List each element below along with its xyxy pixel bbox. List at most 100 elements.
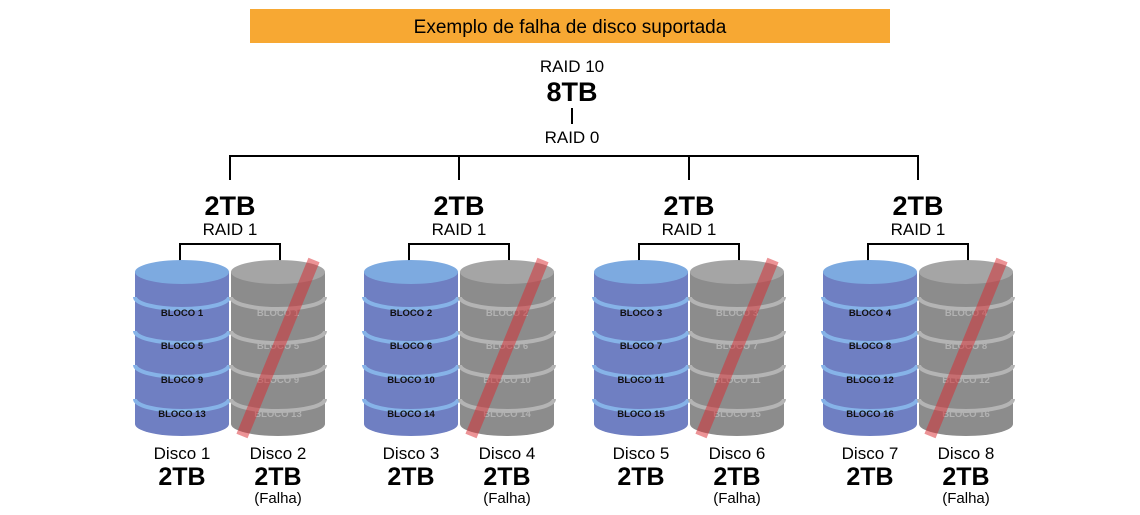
disk-name: Disco 7 bbox=[842, 444, 899, 463]
block-label: BLOCO 10 bbox=[483, 375, 531, 386]
disk-ring bbox=[133, 296, 231, 311]
raid0-label: RAID 0 bbox=[545, 128, 600, 147]
disk-ring bbox=[821, 296, 919, 311]
disk-name: Disco 5 bbox=[613, 444, 670, 463]
disk-capacity: 2TB bbox=[713, 463, 760, 491]
group-raid-level: RAID 1 bbox=[432, 220, 487, 239]
disk-capacity: 2TB bbox=[254, 463, 301, 491]
disk-ring bbox=[458, 364, 556, 379]
disk-top bbox=[823, 260, 917, 284]
disk-ring bbox=[917, 296, 1015, 311]
disk-status: (Falha) bbox=[483, 490, 531, 507]
disk-name: Disco 8 bbox=[938, 444, 995, 463]
disk-ring bbox=[229, 296, 327, 311]
block-label: BLOCO 11 bbox=[714, 375, 762, 386]
block-label: BLOCO 16 bbox=[942, 409, 990, 420]
disk-ring bbox=[133, 330, 231, 345]
disk-ring bbox=[592, 330, 690, 345]
group-capacity: 2TB bbox=[892, 191, 943, 221]
block-label: BLOCO 1 bbox=[257, 308, 300, 319]
disk-ring bbox=[362, 296, 460, 311]
disk-body bbox=[135, 272, 229, 436]
banner-background bbox=[250, 9, 890, 43]
total-capacity: 8TB bbox=[546, 77, 597, 107]
disk-ring bbox=[592, 398, 690, 413]
group-raid-level: RAID 1 bbox=[662, 220, 717, 239]
group-capacity: 2TB bbox=[433, 191, 484, 221]
block-label: BLOCO 3 bbox=[716, 308, 758, 319]
disk-ring bbox=[229, 364, 327, 379]
block-label: BLOCO 12 bbox=[942, 375, 990, 386]
block-label: BLOCO 10 bbox=[387, 375, 435, 386]
block-label: BLOCO 2 bbox=[486, 308, 528, 319]
raid10-label: RAID 10 bbox=[540, 57, 604, 76]
disk-ring bbox=[917, 398, 1015, 413]
block-label: BLOCO 8 bbox=[849, 341, 891, 352]
disk-body bbox=[823, 272, 917, 436]
disk-ring bbox=[821, 398, 919, 413]
banner-title: Exemplo de falha de disco suportada bbox=[414, 17, 727, 38]
disk-ring bbox=[592, 364, 690, 379]
block-label: BLOCO 1 bbox=[161, 308, 204, 319]
failure-slash bbox=[695, 257, 779, 439]
disk-name: Disco 4 bbox=[479, 444, 536, 463]
disk-name: Disco 1 bbox=[154, 444, 211, 463]
disk-ring bbox=[229, 398, 327, 413]
block-label: BLOCO 9 bbox=[161, 375, 203, 386]
disk-ring bbox=[688, 398, 786, 413]
disk-ring bbox=[362, 330, 460, 345]
disk-ring bbox=[458, 296, 556, 311]
block-label: BLOCO 5 bbox=[161, 341, 204, 352]
disk-capacity: 2TB bbox=[483, 463, 530, 491]
disk-ring bbox=[821, 330, 919, 345]
failure-slash bbox=[465, 257, 549, 439]
block-label: BLOCO 13 bbox=[158, 409, 206, 420]
group-raid-level: RAID 1 bbox=[203, 220, 258, 239]
block-label: BLOCO 14 bbox=[483, 409, 531, 420]
disk-name: Disco 2 bbox=[250, 444, 307, 463]
disk-ring bbox=[362, 364, 460, 379]
disk-name: Disco 6 bbox=[709, 444, 766, 463]
block-label: BLOCO 7 bbox=[620, 341, 662, 352]
block-label: BLOCO 4 bbox=[945, 308, 988, 319]
block-label: BLOCO 15 bbox=[617, 409, 665, 420]
disk-ring bbox=[133, 398, 231, 413]
block-label: BLOCO 13 bbox=[254, 409, 302, 420]
disk-ring bbox=[133, 364, 231, 379]
block-label: BLOCO 11 bbox=[618, 375, 666, 386]
disk-top bbox=[594, 260, 688, 284]
raid0-bracket bbox=[229, 155, 919, 180]
disk-status: (Falha) bbox=[713, 490, 761, 507]
block-label: BLOCO 12 bbox=[846, 375, 894, 386]
block-label: BLOCO 6 bbox=[390, 341, 432, 352]
block-label: BLOCO 2 bbox=[390, 308, 432, 319]
disk-ring bbox=[688, 296, 786, 311]
mirror-group: 2TB RAID 1 BLOCO 1 BLOCO 5 BLOCO 9 BLOCO 13 Di… bbox=[133, 191, 327, 507]
disk-capacity: 2TB bbox=[387, 463, 434, 491]
disk-top bbox=[364, 260, 458, 284]
block-label: BLOCO 3 bbox=[620, 308, 662, 319]
disk-ring bbox=[821, 364, 919, 379]
disk-ring bbox=[362, 398, 460, 413]
disk-ring bbox=[592, 296, 690, 311]
disk-ring bbox=[688, 364, 786, 379]
failure-slash bbox=[236, 257, 320, 439]
block-label: BLOCO 14 bbox=[387, 409, 435, 420]
disk-capacity: 2TB bbox=[846, 463, 893, 491]
disk-top bbox=[135, 260, 229, 284]
disk-capacity: 2TB bbox=[942, 463, 989, 491]
disk-status: (Falha) bbox=[254, 490, 302, 507]
group-raid-level: RAID 1 bbox=[891, 220, 946, 239]
disk-status: (Falha) bbox=[942, 490, 990, 507]
failure-slash bbox=[924, 257, 1008, 439]
